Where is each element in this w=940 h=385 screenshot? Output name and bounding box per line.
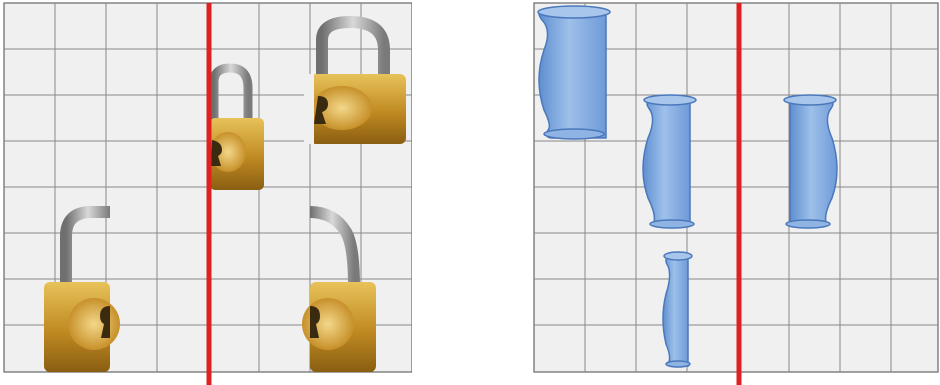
lock-grid [2,0,412,385]
lock-grid-panel [2,0,412,385]
vase-grid [532,0,940,385]
vase-grid-panel [532,0,940,385]
half-vase-1 [538,6,610,139]
